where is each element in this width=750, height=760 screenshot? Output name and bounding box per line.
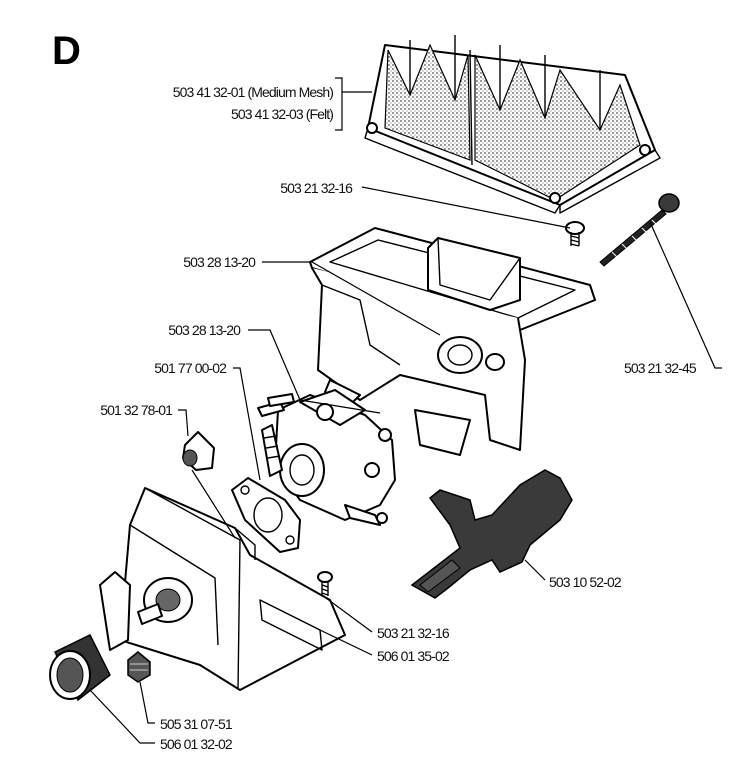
- label-clip: 501 32 78-01: [100, 402, 173, 418]
- label-gasket: 501 77 00-02: [154, 360, 227, 376]
- top-screw: [565, 221, 585, 247]
- label-long-screw: 503 21 32-45: [624, 360, 697, 376]
- label-screw-bottom: 503 21 32-16: [377, 625, 450, 641]
- label-screw-top: 503 21 32-16: [280, 180, 353, 196]
- label-carburetor: 503 28 13-20: [168, 322, 241, 338]
- label-filter-felt: 503 41 32-03 (Felt): [231, 106, 333, 122]
- plug: [127, 651, 151, 683]
- label-throttle-arm: 503 10 52-02: [549, 574, 622, 590]
- clip: [182, 431, 215, 471]
- filter-holder: [309, 227, 596, 456]
- gasket: [231, 477, 301, 553]
- air-filter: [364, 35, 661, 214]
- section-letter: D: [52, 29, 81, 73]
- leader-lines: [89, 77, 722, 744]
- throttle-arm: [410, 469, 573, 599]
- carburetor: [257, 389, 396, 526]
- label-filter-mesh: 503 41 32-01 (Medium Mesh): [173, 84, 333, 100]
- label-plug: 505 31 07-51: [160, 716, 233, 732]
- label-sleeve: 506 01 32-02: [160, 736, 233, 752]
- label-filter-holder: 503 28 13-20: [183, 254, 256, 270]
- part-labels: 503 41 32-01 (Medium Mesh) 503 41 32-03 …: [100, 84, 697, 752]
- bottom-screw: [317, 571, 333, 596]
- label-housing: 506 01 35-02: [377, 648, 450, 664]
- long-screw: [599, 193, 680, 267]
- sleeve: [49, 634, 111, 702]
- bottom-housing: [99, 487, 346, 691]
